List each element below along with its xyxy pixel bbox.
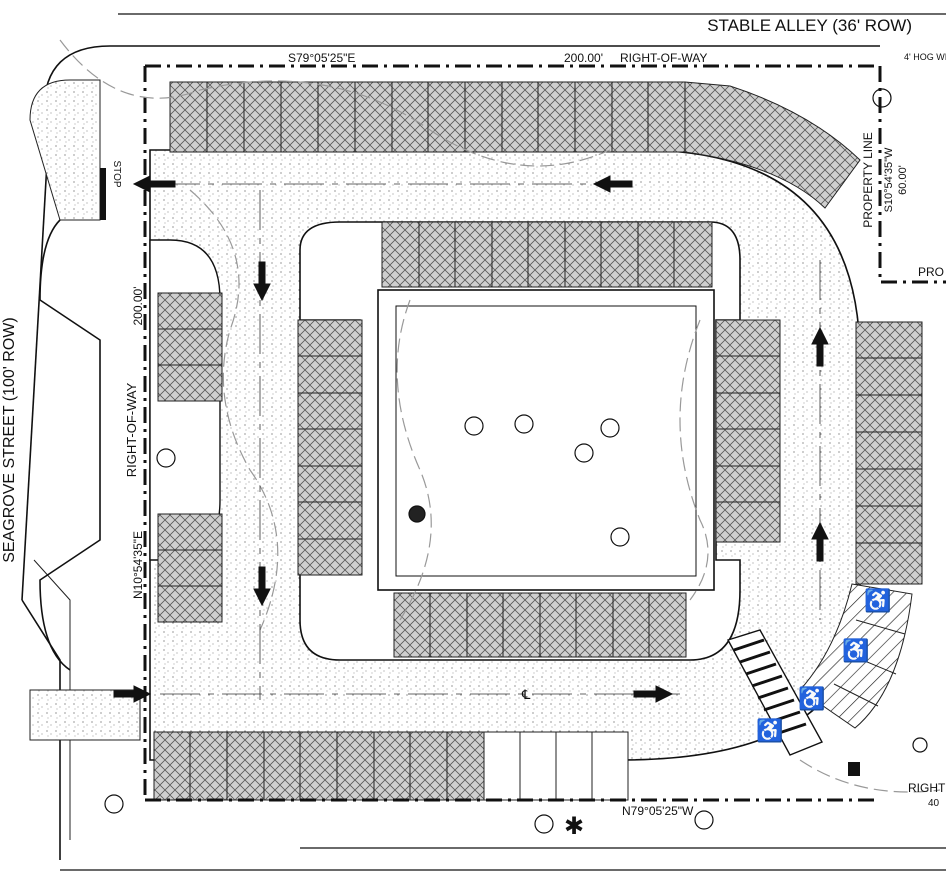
- parking-row-north: [169, 81, 686, 153]
- row-label-north: RIGHT-OF-WAY: [620, 51, 707, 65]
- right-label: RIGHT: [908, 781, 946, 795]
- distance-east: 60.00': [897, 165, 909, 195]
- bearing-east: S10°54'35"W: [883, 147, 895, 212]
- distance-west: 200.00': [131, 287, 145, 326]
- svg-text:♿: ♿: [864, 588, 891, 613]
- bearing-west: N10°54'35"E: [131, 531, 145, 599]
- parking-row-south: [153, 731, 629, 801]
- parking-column-west: [157, 292, 223, 623]
- street-label-west: SEAGROVE STREET (100' ROW): [1, 317, 18, 562]
- parking-column-inner-west: [297, 319, 363, 576]
- street-label-north: STABLE ALLEY (36' ROW): [707, 16, 912, 35]
- parking-column-east: [855, 321, 923, 585]
- row-label-west: RIGHT-OF-WAY: [124, 382, 139, 477]
- right-number-label: 40: [928, 798, 940, 809]
- property-line-label: PROPERTY LINE: [861, 132, 875, 228]
- accessible-parking-icon: ♿ ♿ ♿ ♿: [756, 588, 891, 743]
- svg-text:✱: ✱: [564, 813, 584, 840]
- svg-text:♿: ♿: [756, 718, 783, 743]
- traffic-arrow-icon: [113, 175, 829, 703]
- tree-icon: [104, 88, 928, 834]
- parking-row-inner-north: [381, 221, 713, 288]
- svg-text:♿: ♿: [798, 686, 825, 711]
- parking-column-inner-east: [715, 319, 781, 543]
- svg-text:♿: ♿: [842, 638, 869, 663]
- hog-wire-label: 4' HOG WIRE: [904, 52, 946, 62]
- distance-north: 200.00': [564, 51, 603, 65]
- bearing-south: N79°05'25"W: [622, 804, 694, 818]
- bearing-north: S79°05'25"E: [288, 51, 355, 65]
- parking-row-inner-south: [393, 592, 687, 658]
- centerline-symbol: ℄: [521, 687, 531, 702]
- pro-label: PRO: [918, 265, 944, 279]
- stop-label: STOP: [111, 160, 122, 187]
